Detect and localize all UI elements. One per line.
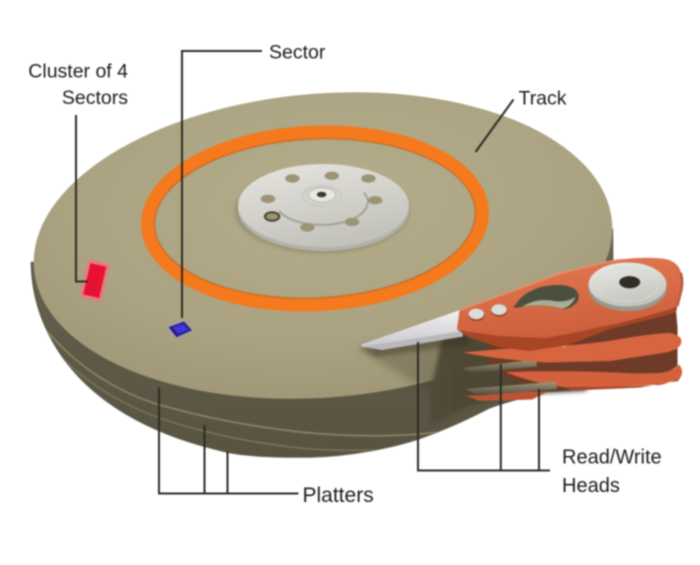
svg-text:Read/Write: Read/Write	[562, 447, 662, 469]
svg-text:Sectors: Sectors	[62, 87, 128, 109]
svg-text:Cluster of 4: Cluster of 4	[28, 61, 128, 83]
svg-text:Track: Track	[519, 88, 567, 110]
svg-text:Heads: Heads	[562, 475, 620, 497]
svg-text:Platters: Platters	[303, 484, 374, 507]
svg-text:Sector: Sector	[269, 42, 326, 64]
